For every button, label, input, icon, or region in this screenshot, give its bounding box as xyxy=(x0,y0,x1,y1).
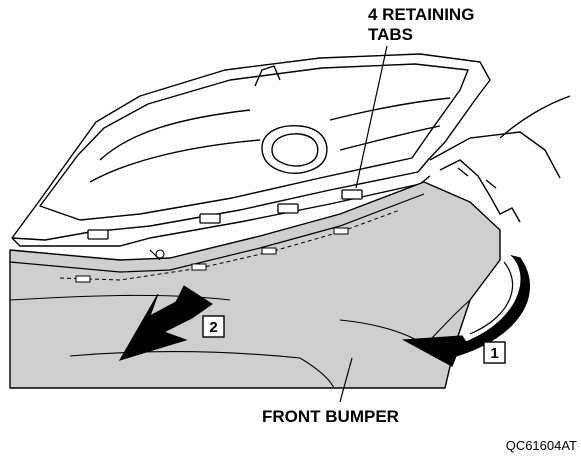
headlamp-projector-ring xyxy=(261,125,328,174)
bumper-fastener xyxy=(155,249,165,259)
fender-bracket-detail xyxy=(457,167,497,189)
front-bumper-label: FRONT BUMPER xyxy=(262,407,399,426)
headlamp-reflector-right xyxy=(329,97,451,151)
curved-release-arrow-outline xyxy=(469,261,513,335)
bumper-contour-lines xyxy=(9,249,471,389)
bumper-slot-3 xyxy=(261,247,277,255)
retaining-tabs xyxy=(87,189,363,240)
bumper-tab-slots-dashed xyxy=(59,209,401,281)
bumper-slot-1 xyxy=(75,275,91,283)
figure-code: QC61604AT xyxy=(506,438,577,453)
step-1-box: 1 xyxy=(483,341,506,364)
retaining-tab-4 xyxy=(341,189,363,200)
headlamp-mount-boss xyxy=(254,65,281,87)
step-2-frame xyxy=(202,315,225,338)
leader-lines xyxy=(339,45,388,403)
front-bumper xyxy=(9,181,501,389)
retaining-tab-1 xyxy=(87,229,109,240)
retaining-tab-2 xyxy=(199,213,221,224)
step-2-number: 2 xyxy=(209,319,217,336)
headlamp-projector-ring-inner xyxy=(271,133,319,167)
fender-edge-upper xyxy=(429,131,561,179)
step-1-number: 1 xyxy=(490,345,498,362)
fender-edge-outer xyxy=(499,95,571,139)
front-bumper-leader xyxy=(339,357,353,403)
retaining-tab-3 xyxy=(277,203,299,214)
bumper-slot-4 xyxy=(333,227,349,235)
step-1-arrow xyxy=(401,254,530,367)
fender-bracket xyxy=(439,159,521,223)
step-2-arrow xyxy=(118,285,213,361)
retaining-tabs-label-line2: TABS xyxy=(368,25,413,44)
retaining-tabs-label-line1: 4 RETAINING xyxy=(368,5,474,24)
headlamp-assembly xyxy=(11,53,491,247)
bumper-tab-slots xyxy=(75,227,349,283)
step-1-frame xyxy=(483,341,506,364)
headlamp-outer-housing xyxy=(11,53,491,241)
headlamp-reflector-left xyxy=(89,109,261,183)
curved-release-arrow-icon xyxy=(401,254,530,367)
headlamp-inner-lens xyxy=(39,63,469,221)
headlamp-bottom-flange xyxy=(11,175,431,247)
fender-panel xyxy=(429,95,571,223)
bumper-cover-body xyxy=(9,181,501,389)
pull-forward-arrow-icon xyxy=(118,285,213,361)
bumper-top-edge-highlight xyxy=(9,193,425,273)
bumper-slot-2 xyxy=(191,263,207,271)
retaining-tabs-leader xyxy=(355,45,388,189)
step-2-box: 2 xyxy=(202,315,225,338)
